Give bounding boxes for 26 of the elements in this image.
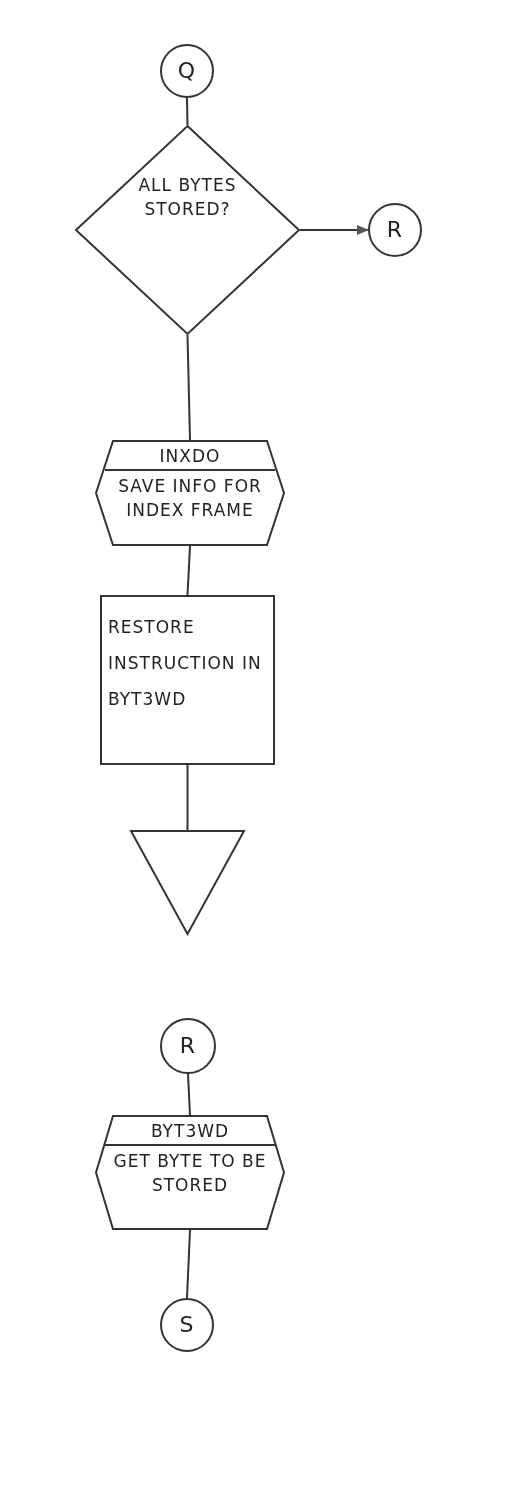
- step-text: RESTORE INSTRUCTION IN BYT3WD: [108, 616, 263, 711]
- connector-circle: [160, 1298, 214, 1352]
- decision-text: ALL BYTES STORED?: [137, 174, 238, 221]
- connector-label: S: [178, 1313, 196, 1337]
- arrow: [299, 225, 369, 235]
- subroutine-hexagon: [95, 1115, 285, 1230]
- flow-line: [186, 545, 191, 596]
- connector-label: R: [385, 218, 405, 242]
- connector-label: R: [178, 1034, 198, 1058]
- flow-line: [186, 1229, 191, 1299]
- flow-line: [186, 97, 189, 126]
- connector-circle: [368, 203, 422, 257]
- connector-circle: [160, 44, 214, 98]
- step-text: SAVE INFO FOR INDEX FRAME: [117, 475, 263, 522]
- connector-label: Q: [176, 59, 198, 83]
- decision-diamond: [75, 125, 300, 335]
- step-text: GET BYTE TO BE STORED: [113, 1150, 267, 1197]
- subroutine-hexagon: [95, 440, 285, 546]
- flow-line: [186, 334, 191, 441]
- flow-line: [187, 1073, 191, 1116]
- subroutine-name: INXDO: [158, 445, 222, 468]
- process-box: [100, 595, 275, 765]
- off-page-connector-triangle: [130, 830, 245, 935]
- flow-line: [186, 764, 189, 831]
- subroutine-name: BYT3WD: [149, 1120, 231, 1143]
- connector-circle: [160, 1018, 216, 1074]
